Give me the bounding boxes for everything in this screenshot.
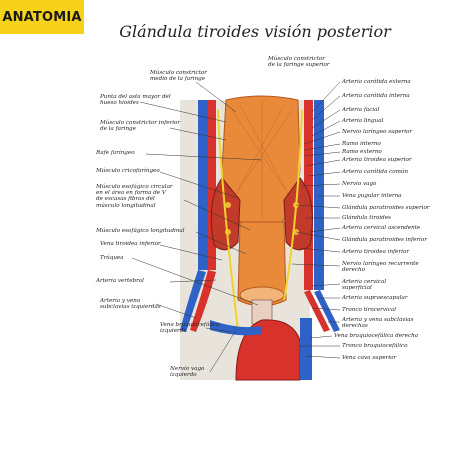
- label-laringeo-recurrente: Nervio laríngeo recurrente derecho: [342, 261, 419, 274]
- label-braquiocefalica-derecha: Vena braquiocefálica derecha: [334, 333, 419, 339]
- right-vagus-nerve: [283, 109, 303, 301]
- left-carotid-artery: [208, 100, 216, 270]
- label-traquea: Tráquea: [100, 255, 124, 261]
- label-tronco-tirocervical: Tronco tirocervical: [342, 307, 397, 313]
- label-arteria-lingual: Arteria lingual: [342, 118, 384, 124]
- label-subclavias-izquierdas: Arteria y vena subclavias izquierdas: [100, 298, 161, 311]
- label-constrictor-medio: Músculo constrictor medio de la faringe: [150, 70, 207, 83]
- label-esofagico-circular: Músculo esofágico circular en el área en…: [96, 184, 173, 209]
- label-laringeo-superior: Nervio laríngeo superior: [342, 129, 413, 135]
- label-supraescapular: Arteria supraescapular: [342, 295, 408, 301]
- label-glandula-tiroides: Glándula tiroides: [342, 215, 391, 221]
- label-tiroidea-inferior: Arteria tiroidea inferior: [342, 249, 409, 255]
- label-paratiroides-inferior: Glándula paratiroides inferior: [342, 237, 427, 243]
- label-ramo-externo: Ramo externo: [342, 149, 382, 155]
- left-jugular-vein: [198, 100, 208, 270]
- parathyroid-left-superior: [225, 202, 231, 208]
- label-vena-tiroidea-inferior: Vena tiroidea inferior: [100, 241, 161, 247]
- label-arteria-vertebral: Arteria vertebral: [96, 278, 144, 284]
- muscle-fibers: [231, 100, 293, 220]
- label-nervio-vago: Nervio vago: [342, 181, 377, 187]
- label-asta-hioides: Punta del asta mayor del hueso hioides: [100, 94, 171, 107]
- label-cricofaringeo: Músculo cricofaríngeo: [96, 168, 160, 174]
- right-thyroid-lobe: [283, 177, 313, 251]
- label-rafe-faringeo: Rafe faríngeo: [96, 150, 135, 156]
- left-leader-lines: [131, 81, 263, 373]
- superior-vena-cava: [300, 318, 312, 380]
- label-vago-izquierdo: Nervio vago izquierdo: [170, 366, 205, 379]
- label-ramo-interno: Ramo interno: [342, 141, 381, 147]
- label-constrictor-superior: Músculo constrictor de la faringe superi…: [268, 56, 330, 69]
- label-subclavias-derechas: Arteria y vena subclavias derechas: [342, 317, 414, 330]
- label-carotida-comun: Arteria carótida común: [342, 169, 409, 175]
- label-cervical-ascendente: Arteria cervical ascendente: [342, 225, 421, 231]
- label-constrictor-inferior: Músculo constrictor inferior de la farin…: [100, 120, 181, 133]
- label-yugular-interna: Vena yugular interna: [342, 193, 402, 199]
- label-carotida-interna: Arteria carótida interna: [342, 93, 410, 99]
- label-carotida-externa: Arteria carótida externa: [342, 79, 411, 85]
- anatomia-badge: ANATOMIA: [0, 0, 84, 34]
- label-arteria-facial: Arteria facial: [342, 107, 380, 113]
- label-braquiocefalica-izquierda: Vena braquiocefálica izquierda: [160, 322, 220, 335]
- left-subclavian-vein: [180, 270, 206, 332]
- label-paratiroides-superior: Glándula paratiroides superior: [342, 205, 430, 211]
- label-vena-cava-superior: Vena cava superior: [342, 355, 397, 361]
- right-subclavian-vein: [314, 290, 340, 332]
- label-tronco-braquiocefalico: Tronco braquiocefálico: [342, 343, 408, 349]
- label-esofagico-longitudinal: Músculo esofágico longitudinal: [96, 228, 185, 234]
- label-tiroidea-superior: Arteria tiroidea superior: [342, 157, 412, 163]
- left-brachiocephalic-vein: [210, 320, 262, 336]
- right-subclavian-artery: [304, 290, 330, 332]
- right-jugular-vein: [314, 100, 324, 290]
- page-title: Glándula tiroides visión posterior: [119, 21, 391, 41]
- label-cervical-superficial: Arteria cervical superficial: [342, 279, 387, 292]
- left-vagus-nerve: [217, 109, 239, 331]
- right-leader-lines: [291, 81, 341, 359]
- left-subclavian-artery: [190, 270, 216, 332]
